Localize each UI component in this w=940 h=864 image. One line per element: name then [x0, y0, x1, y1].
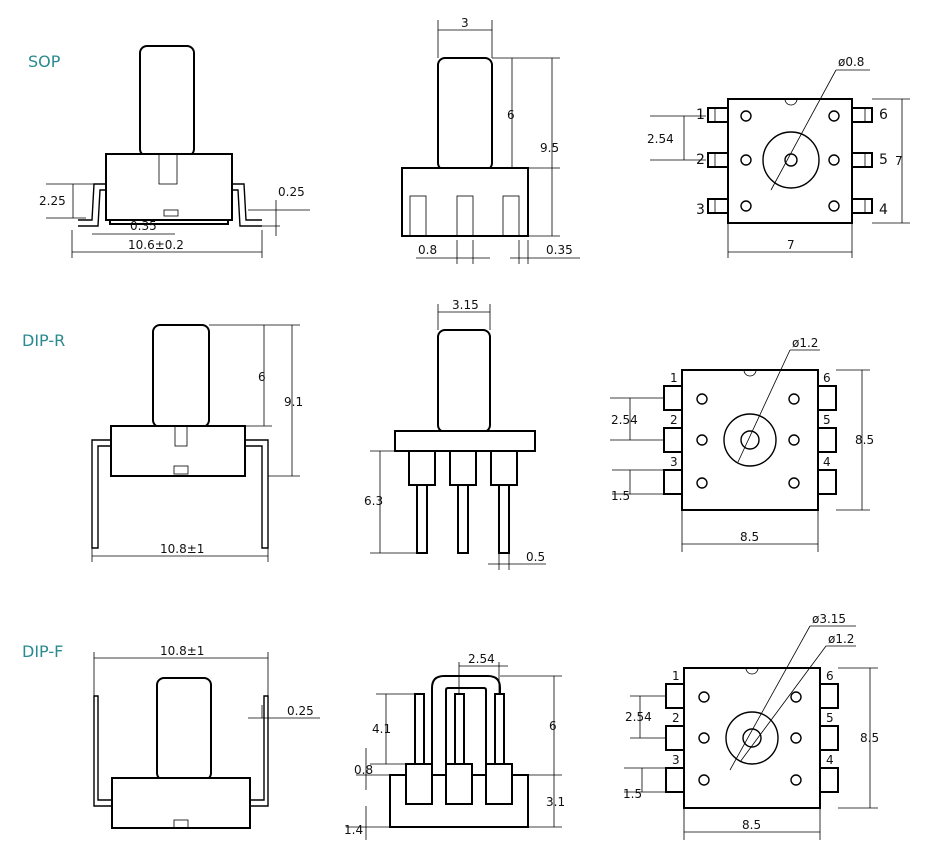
dip-r-pin-3: 3	[670, 455, 678, 469]
dip-f-height: 6	[549, 719, 557, 733]
dip-f-pin-3: 3	[672, 753, 680, 767]
dip-f-pin-6: 6	[826, 669, 834, 683]
sop-front-lead-width: 0.8	[418, 243, 437, 257]
dip-f-base: 1.4	[344, 823, 363, 837]
dip-r-front-shaft-width: 3.15	[452, 298, 479, 312]
dip-f-lead-top: 4.1	[372, 722, 391, 736]
sop-side-gap: 0.35	[130, 219, 157, 233]
sop-front-total-height: 9.5	[540, 141, 559, 155]
dip-f-pin-size: 1.5	[623, 787, 642, 801]
sop-side-view: 2.25 0.35 10.6±0.2 0.25	[39, 45, 310, 258]
sop-hole-diameter: ø0.8	[838, 55, 864, 69]
dip-r-front-view: 3.15 6.3 0.5	[364, 298, 546, 570]
sop-front-shaft-width: 3	[461, 16, 469, 30]
dip-r-top-view: 1 2 3 4 5 6 ø1.2 2.54 1.5 8.5 8.5	[610, 336, 874, 552]
sop-side-height: 2.25	[39, 194, 66, 208]
dip-f-body: 3.1	[546, 795, 565, 809]
sop-side-lead: 0.25	[278, 185, 305, 199]
dip-f-front-view: 2.54 4.1 0.8 1.4 6 3.1	[344, 652, 565, 840]
sop-front-view: 3 6 9.5 0.8 0.35	[401, 16, 580, 264]
dip-f-side-width: 10.8±1	[160, 644, 204, 658]
dip-f-top-view: 1 2 3 4 5 6 ø3.15 ø1.2 2.54 1.5 8.5 8.5	[623, 612, 879, 840]
package-label-dip-r: DIP-R	[22, 331, 65, 350]
dip-r-total-height: 9.1	[284, 395, 303, 409]
dip-f-top-width: 8.5	[742, 818, 761, 832]
dip-f-pin-1: 1	[672, 669, 680, 683]
dip-r-pin-6: 6	[823, 371, 831, 385]
dip-r-lead-width: 0.5	[526, 550, 545, 564]
sop-pin-3: 3	[696, 202, 705, 218]
dip-f-pin-5: 5	[826, 711, 834, 725]
dip-f-side-lead: 0.25	[287, 704, 314, 718]
dip-r-side-view: 6 9.1 10.8±1	[91, 324, 303, 562]
dip-f-side-view: 10.8±1 0.25	[93, 644, 320, 829]
dip-f-top-height: 8.5	[860, 731, 879, 745]
dip-r-pin-1: 1	[670, 371, 678, 385]
dip-r-top-width: 8.5	[740, 530, 759, 544]
dip-f-lead-width: 0.8	[354, 763, 373, 777]
dip-r-top-height: 8.5	[855, 433, 874, 447]
package-label-dip-f: DIP-F	[22, 642, 63, 661]
dip-r-pitch: 2.54	[611, 413, 638, 427]
sop-front-lead-offset: 0.35	[546, 243, 573, 257]
dip-f-pin-2: 2	[672, 711, 680, 725]
sop-pin-4: 4	[879, 202, 888, 218]
dip-r-hole-diameter: ø1.2	[792, 336, 818, 350]
dip-r-lead-length: 6.3	[364, 494, 383, 508]
sop-pin-1: 1	[696, 107, 705, 123]
sop-side-width: 10.6±0.2	[128, 238, 184, 252]
sop-pitch: 2.54	[647, 132, 674, 146]
dip-f-outer-hole: ø3.15	[812, 612, 846, 626]
sop-pin-6: 6	[879, 107, 888, 123]
dip-f-pitch-top: 2.54	[625, 710, 652, 724]
sop-pin-5: 5	[879, 152, 888, 168]
dip-r-shaft-height: 6	[258, 370, 266, 384]
dip-f-pin-4: 4	[826, 753, 834, 767]
sop-top-view: 1 2 3 4 5 6 ø0.8 2.54 7 7	[647, 55, 910, 258]
dip-r-side-width: 10.8±1	[160, 542, 204, 556]
dip-r-pin-4: 4	[823, 455, 831, 469]
dip-f-inner-hole: ø1.2	[828, 632, 854, 646]
dip-r-pin-2: 2	[670, 413, 678, 427]
sop-front-shaft-height: 6	[507, 108, 515, 122]
dip-r-pin-size: 1.5	[611, 489, 630, 503]
dip-f-pitch: 2.54	[468, 652, 495, 666]
sop-top-height: 7	[895, 154, 903, 168]
dip-r-pin-5: 5	[823, 413, 831, 427]
sop-top-width: 7	[787, 238, 795, 252]
package-label-sop: SOP	[28, 52, 61, 71]
